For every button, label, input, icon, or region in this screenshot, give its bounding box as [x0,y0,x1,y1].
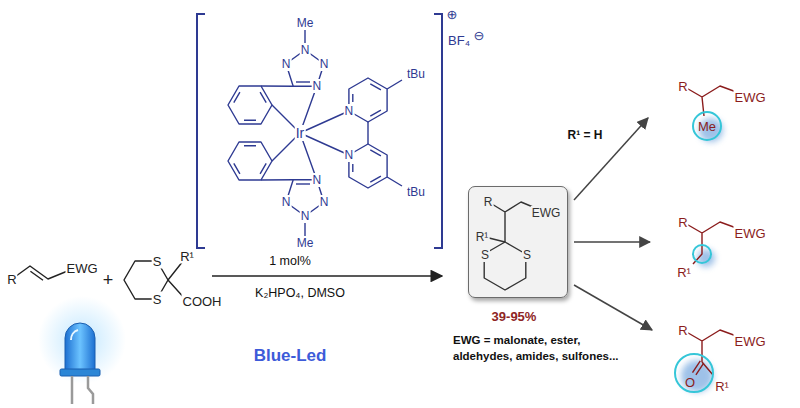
transformation-arrow [574,241,650,243]
atom-label: N [344,104,355,118]
metal-label: Ir [295,125,306,141]
transformation-arrow [574,118,652,330]
light-source-label: Blue-Led [253,346,328,365]
atom-label: Me [296,16,315,30]
atom-label: Me [697,119,717,134]
charge-sign: ⊕ [446,7,459,22]
catalyst-structure [296,81,310,82]
atom-label: S [480,248,490,262]
substituent-label: tBu [406,185,426,199]
reactant-structure [30,271,43,280]
led-icon [38,296,126,384]
led-icon [38,296,126,404]
atom-label: R¹ [714,379,730,394]
catalyst-structure [349,78,387,122]
atom-label: S [152,292,163,307]
atom-label: N [281,57,292,71]
substituent-label: EWG [733,90,766,105]
led-icon [60,369,100,376]
atom-label: N [311,79,322,93]
charge-sign: ⊖ [473,28,486,43]
catalyst-structure [234,146,266,174]
catalyst-structure [353,84,381,116]
atom-label: Me [296,236,315,250]
reaction-arrow [212,275,442,277]
atom-label: S [152,254,163,269]
reactant-structure [12,266,70,279]
product-structure [693,361,704,375]
highlight-ring [675,112,721,392]
catalyst-structure [296,183,310,184]
highlight-glow [697,249,715,267]
substituent-label: COOH [182,294,223,309]
transformation-arrow [574,285,652,330]
atom-label: N [311,173,322,187]
catalyst-structure [228,142,272,180]
substituent-label: EWG [733,226,766,241]
atom-label: R [677,79,688,94]
atom-label: R [677,215,688,230]
catalyst-structure [353,150,381,182]
substituent-label: EWG [65,261,98,276]
atom-label: R¹ [475,230,490,244]
highlight-ring [675,354,713,392]
catalyst-bracket [197,14,442,248]
catalyst-structure [261,28,317,133]
atom-label: R [677,323,688,338]
atom-label: S [522,248,532,262]
catalyst-bracket [197,14,205,248]
product-box: R EWG R¹ S S [468,186,568,298]
yield-range: 39-95% [491,309,538,324]
product-box-fill [468,186,568,298]
plus-sign: + [102,270,115,290]
highlight-ring [693,112,721,140]
atom-label: R¹ [676,265,692,280]
atom-label: N [344,148,355,162]
catalyst-structure [261,133,317,238]
highlight-glow [681,360,713,392]
atom-label: O [684,375,696,390]
highlight-ring [693,245,711,263]
substituent-label: EWG [531,206,562,220]
atom-label: R¹ [179,249,195,264]
atom-label: R [483,195,494,209]
catalyst-loading: 1 mol% [268,254,312,269]
atom-label: N [319,57,330,71]
atom-label: N [319,195,330,209]
catalyst-structure [228,28,402,238]
atom-label: R [6,272,17,287]
atom-label: N [300,209,311,223]
catalyst-structure [228,86,272,124]
substituent-label: EWG [733,334,766,349]
intermediate-structure [484,242,526,290]
catalyst-structure [234,92,266,120]
led-icon [65,323,95,372]
atom-label: N [281,195,292,209]
condition-note: R¹ = H [566,128,603,142]
catalyst-bracket [434,14,442,248]
atom-label: N [300,43,311,57]
catalyst-structure [300,80,402,186]
counter-ion: BF₄ [447,33,471,48]
reaction-arrow [212,276,442,277]
led-icon [72,376,93,404]
catalyst-structure [349,144,387,188]
reaction-conditions: K₂HPO₄, DMSO [254,286,346,301]
substituent-label: tBu [406,67,426,81]
scope-note: EWG = malonate, ester, aldehydes, amides… [452,332,634,365]
led-icon [71,330,78,340]
